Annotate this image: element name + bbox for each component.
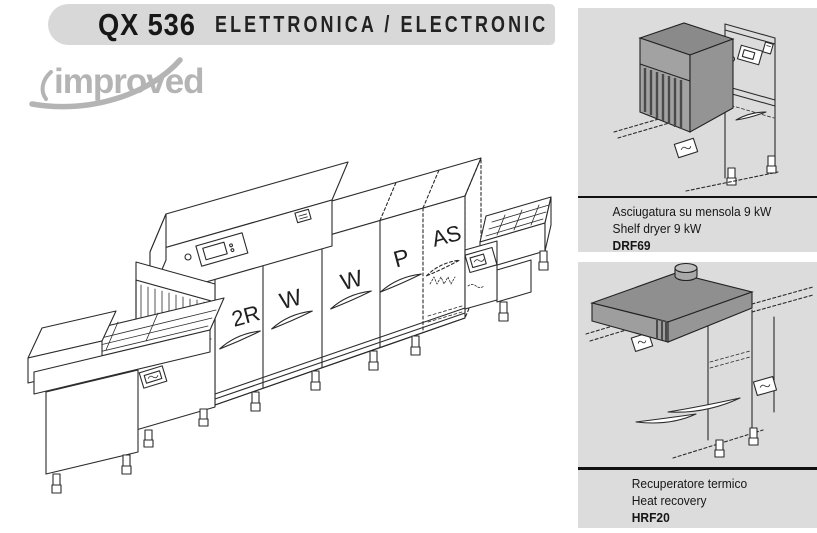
top-control-box	[149, 161, 349, 299]
logo-swoosh	[29, 57, 183, 110]
door-handles	[219, 259, 461, 350]
section-labels: 2R W W P AS	[229, 220, 464, 332]
as-chain-mark	[429, 276, 456, 285]
shelf-dryer-unit	[638, 22, 735, 133]
power-button	[184, 253, 192, 261]
heat-recovery-unit	[590, 262, 754, 343]
dryer-machine-display	[736, 44, 764, 66]
heat-code: HRF20	[631, 511, 670, 525]
caption-rule	[578, 196, 817, 198]
dryer-drawing	[613, 22, 779, 192]
label-p: P	[391, 243, 413, 272]
exhaust-cylinder	[674, 262, 698, 282]
exit-display	[464, 246, 498, 274]
entry-control-display	[138, 365, 168, 389]
heat-recovery-drawing	[585, 262, 814, 459]
airflow-arrow-2	[635, 413, 697, 424]
entry-conveyor-table	[27, 297, 225, 494]
model-number: QX 536	[98, 6, 196, 42]
accessory-panel-heat-recovery: Recuperatore termico Heat recovery HRF20	[578, 262, 817, 528]
flow-arrow	[735, 111, 767, 121]
heat-machine-display	[752, 375, 778, 397]
caption-rule	[578, 467, 817, 470]
heat-left-display	[630, 332, 654, 352]
rating-plate	[294, 208, 312, 224]
dryer-caption: Asciugatura su mensola 9 kW Shelf dryer …	[578, 198, 807, 255]
improved-logo: improved	[29, 57, 205, 110]
logo-text: improved	[54, 62, 204, 101]
model-subtitle: ELETTRONICA / ELECTRONIC	[215, 11, 549, 37]
machine-legs	[250, 335, 421, 412]
tunnel-front	[214, 195, 466, 406]
dryer-caption-it: Asciugatura su mensola 9 kW	[612, 205, 772, 219]
dryer-code: DRF69	[612, 239, 651, 253]
exit-control-box	[464, 240, 498, 310]
dryer-lower-display	[673, 137, 699, 159]
heat-caption-en: Heat recovery	[631, 494, 707, 508]
logo-swoosh-tail	[40, 70, 53, 101]
dryer-caption-en: Shelf dryer 9 kW	[612, 222, 702, 236]
airflow-arrow-1	[667, 397, 741, 413]
heat-caption: Recuperatore termico Heat recovery HRF20	[578, 470, 807, 527]
accessory-panel-dryer: Asciugatura su mensola 9 kW Shelf dryer …	[578, 8, 817, 255]
title-banner: QX 536 ELETTRONICA / ELECTRONIC	[48, 4, 555, 45]
heat-caption-it: Recuperatore termico	[631, 477, 748, 491]
